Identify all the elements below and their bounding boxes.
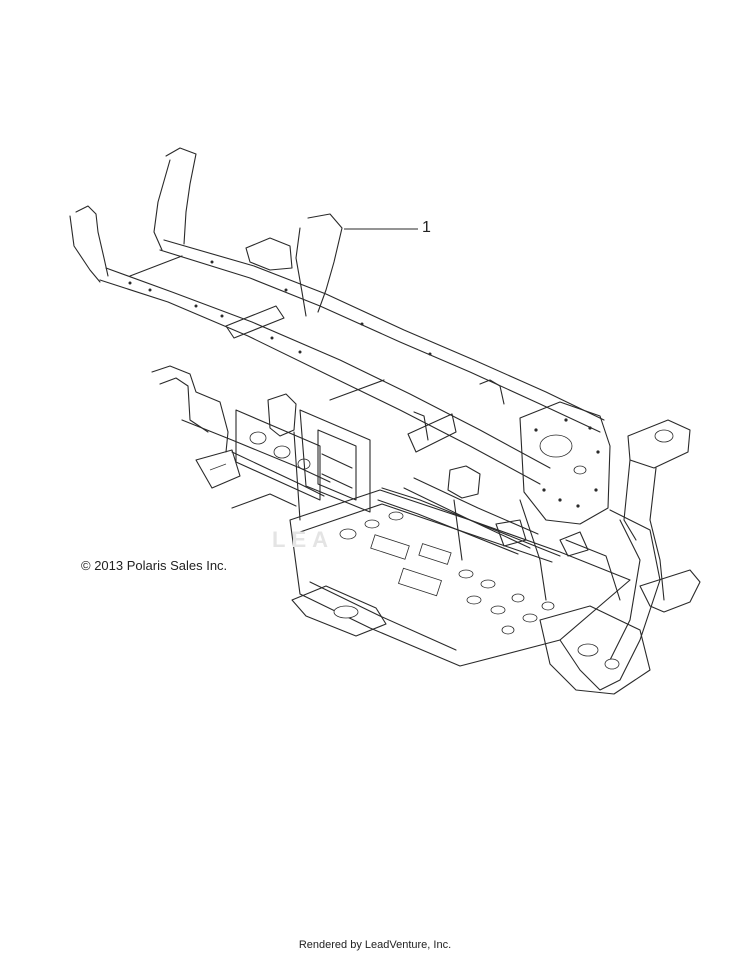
main-chassis [151,365,701,695]
copyright-text: © 2013 Polaris Sales Inc. [81,558,228,573]
watermark: LEA [272,527,334,552]
roll-cage [69,147,605,485]
callout-number: 1 [422,219,431,236]
footer-credit: Rendered by LeadVenture, Inc. [298,939,452,951]
